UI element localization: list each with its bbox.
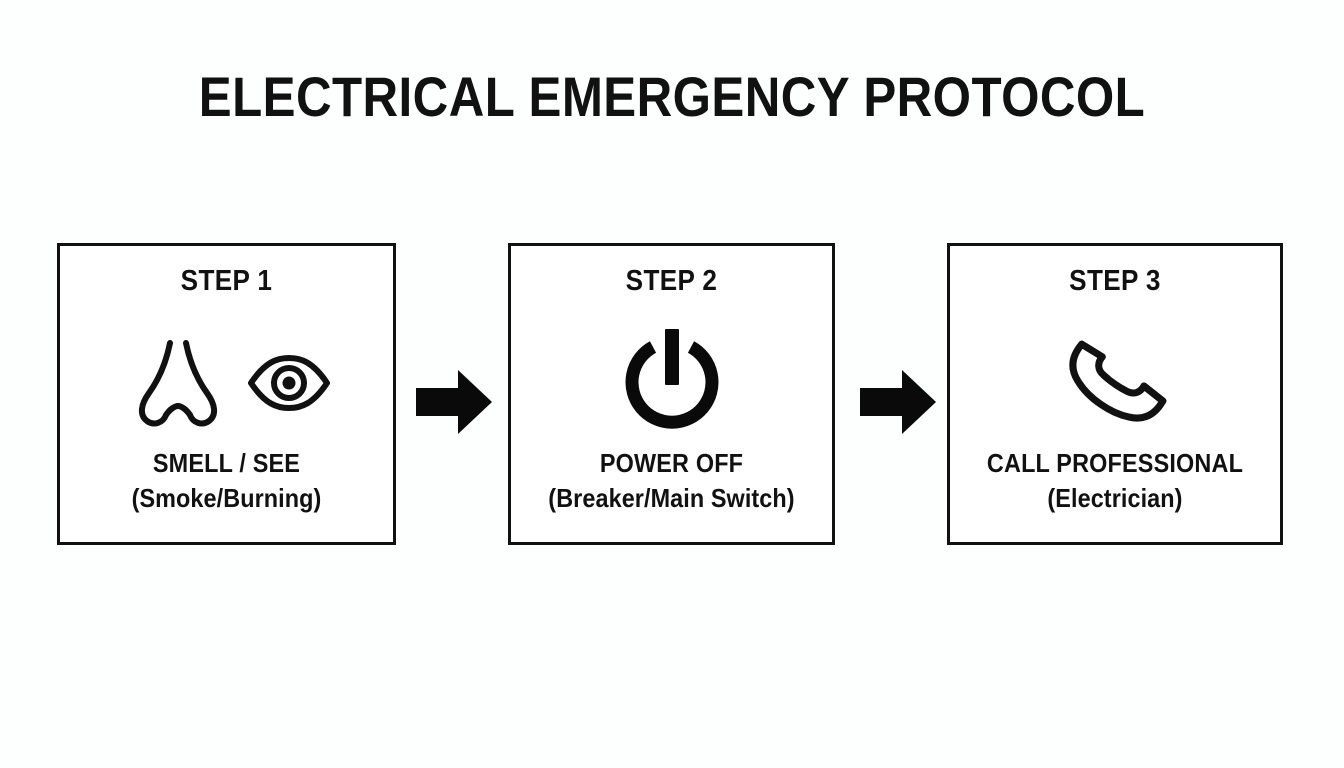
step-label-3: STEP 3 — [1069, 265, 1161, 297]
step-label-2: STEP 2 — [625, 265, 718, 297]
phone-handset-icon — [1059, 327, 1171, 439]
step-caption-secondary-1: (Smoke/Burning) — [131, 483, 322, 513]
page-title: ELECTRICAL EMERGENCY PROTOCOL — [198, 65, 1146, 128]
power-icon — [620, 327, 724, 439]
step-card-2: STEP 2 POWER OFF (Breaker/Main Switch) — [508, 243, 835, 545]
step-label-1: STEP 1 — [180, 265, 273, 297]
step-icon-group-1 — [60, 318, 393, 448]
nose-icon — [123, 335, 233, 431]
step-caption-2: POWER OFF (Breaker/Main Switch) — [511, 446, 832, 516]
step-caption-secondary-2: (Breaker/Main Switch) — [548, 483, 795, 513]
step-icon-group-2 — [511, 318, 832, 448]
arrow-right-icon — [858, 368, 938, 436]
step-caption-secondary-3: (Electrician) — [1047, 483, 1183, 513]
step-caption-3: CALL PROFESSIONAL (Electrician) — [950, 446, 1280, 516]
step-card-1: STEP 1 SMEL — [57, 243, 396, 545]
flow-connector-1 — [414, 368, 494, 436]
step-caption-primary-3: CALL PROFESSIONAL — [986, 448, 1244, 478]
eye-icon — [247, 354, 331, 412]
step-caption-primary-2: POWER OFF — [599, 448, 744, 478]
step-icon-group-3 — [950, 318, 1280, 448]
flow-connector-2 — [858, 368, 938, 436]
step-caption-primary-1: SMELL / SEE — [152, 448, 301, 478]
step-card-3: STEP 3 CALL PROFESSIONAL (Electrician) — [947, 243, 1283, 545]
step-caption-1: SMELL / SEE (Smoke/Burning) — [60, 446, 393, 516]
protocol-flow: STEP 1 SMEL — [0, 243, 1344, 548]
arrow-right-icon — [414, 368, 494, 436]
